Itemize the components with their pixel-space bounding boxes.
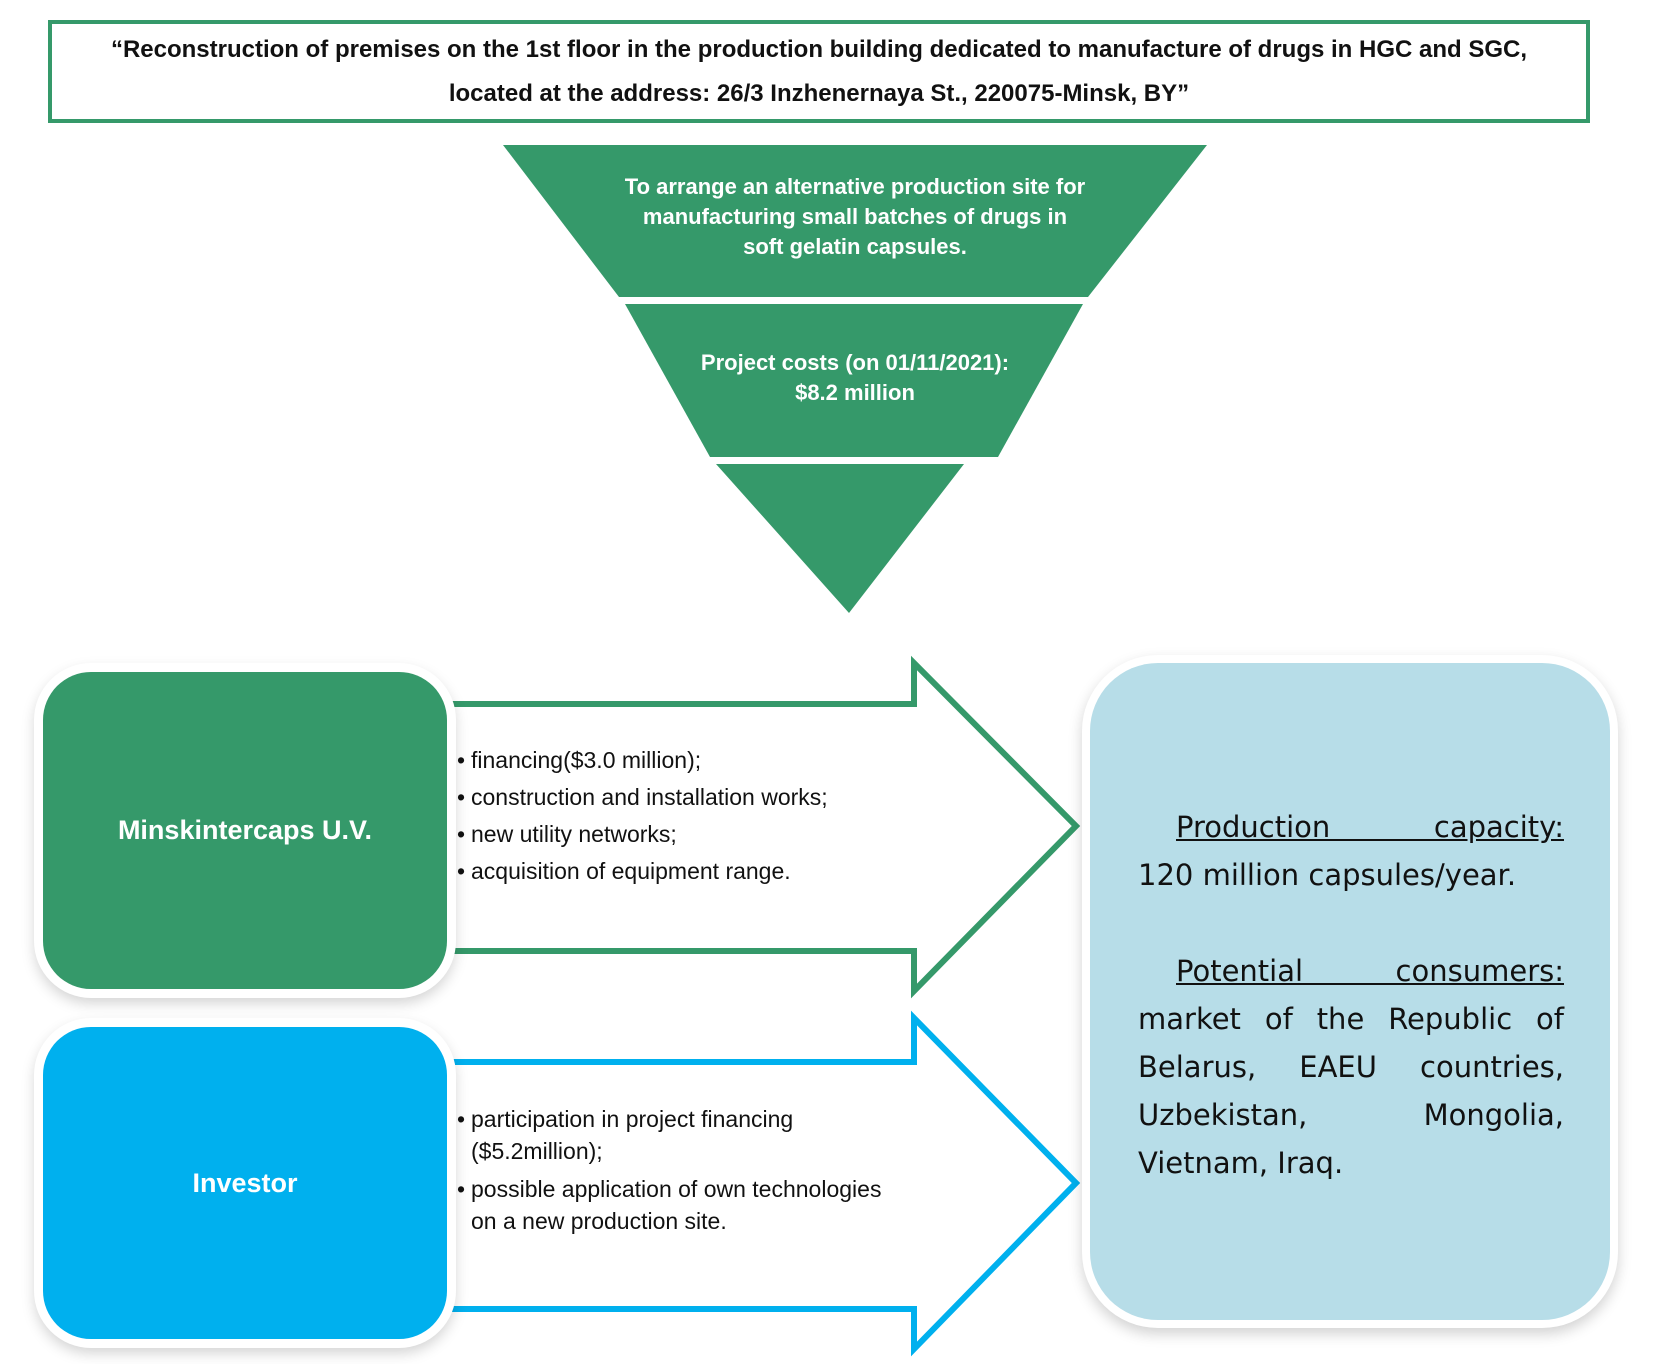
contribution-item: new utility networks; [457, 816, 828, 853]
result-box: Production capacity: 120 million capsule… [1090, 663, 1610, 1320]
project-title-text: “Reconstruction of premises on the 1st f… [110, 35, 1528, 107]
investor-box: Investor [43, 1027, 447, 1339]
consumers-heading: Potential consumers: [1176, 954, 1564, 988]
consumers-block: Potential consumers: market of the Repub… [1138, 947, 1564, 1187]
project-title-box: “Reconstruction of premises on the 1st f… [48, 20, 1590, 123]
capacity-heading: Production capacity: [1176, 810, 1564, 844]
contribution-item: participation in project financing ($5.2… [457, 1103, 907, 1167]
capacity-block: Production capacity: 120 million capsule… [1138, 803, 1564, 899]
contribution-item: construction and installation works; [457, 779, 828, 816]
minskintercaps-box: Minskintercaps U.V. [43, 672, 447, 989]
funnel-level-3 [716, 464, 964, 613]
consumers-text: market of the Republic of Belarus, EAEU … [1138, 1002, 1564, 1180]
contribution-item: acquisition of equipment range. [457, 853, 828, 890]
contribution-item: possible application of own technologies… [457, 1173, 907, 1237]
funnel-level-2 [625, 304, 1083, 457]
contribution-item: financing($3.0 million); [457, 742, 828, 779]
minskintercaps-contributions: financing($3.0 million); construction an… [457, 742, 828, 890]
funnel-cost-text: Project costs (on 01/11/2021): $8.2 mill… [700, 350, 1010, 405]
investor-label: Investor [192, 1167, 298, 1198]
investor-contributions: participation in project financing ($5.2… [457, 1103, 907, 1243]
funnel-goal-text: To arrange an alternative production sit… [624, 174, 1086, 259]
funnel-level-1 [503, 145, 1207, 297]
minskintercaps-label: Minskintercaps U.V. [117, 815, 373, 845]
capacity-text: 120 million capsules/year. [1138, 858, 1517, 892]
